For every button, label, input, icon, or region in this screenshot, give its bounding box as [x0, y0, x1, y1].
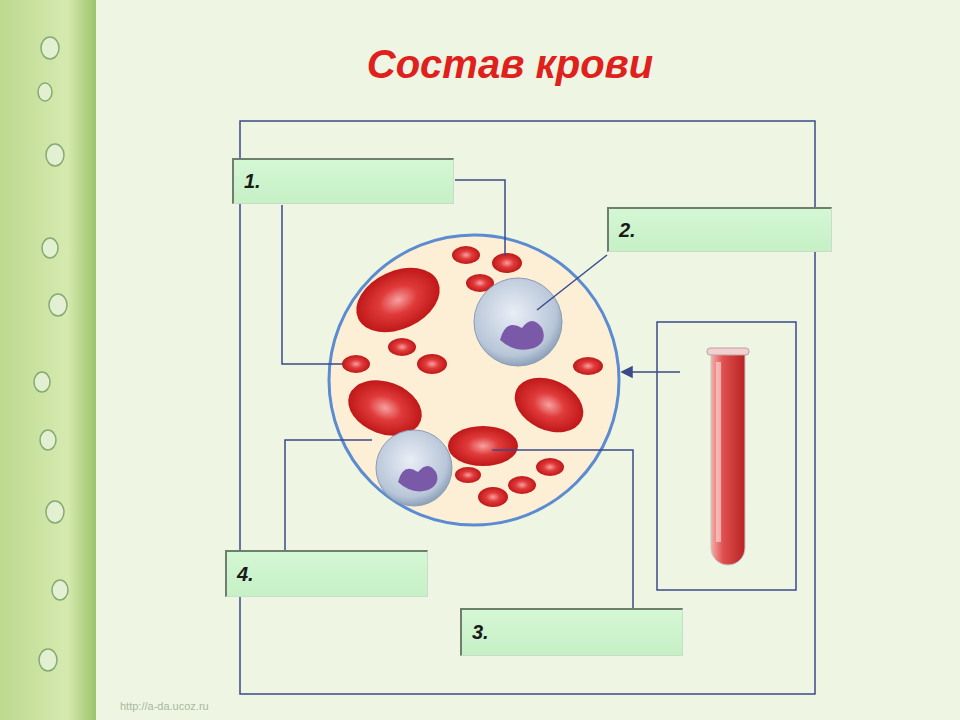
- test-tube: [707, 348, 749, 565]
- answer-box: 4.: [225, 550, 428, 597]
- side-strip: [0, 0, 96, 720]
- title: Состав крови: [240, 42, 780, 87]
- callout-number: 1.: [244, 170, 261, 193]
- blood-sample-circle: [329, 235, 619, 525]
- callout-number: 3.: [472, 621, 489, 644]
- callout-number: 4.: [237, 563, 254, 586]
- watermark: http://a-da.ucoz.ru: [120, 700, 209, 712]
- tube-frame: [657, 322, 796, 590]
- red-blood-cells: [340, 246, 603, 507]
- droplets: [34, 37, 68, 671]
- answer-box: 1.: [232, 158, 454, 204]
- white-blood-cells: [376, 278, 562, 506]
- callout-number: 2.: [619, 219, 636, 242]
- answer-box: 2.: [607, 207, 832, 252]
- answer-box: 3.: [460, 608, 683, 656]
